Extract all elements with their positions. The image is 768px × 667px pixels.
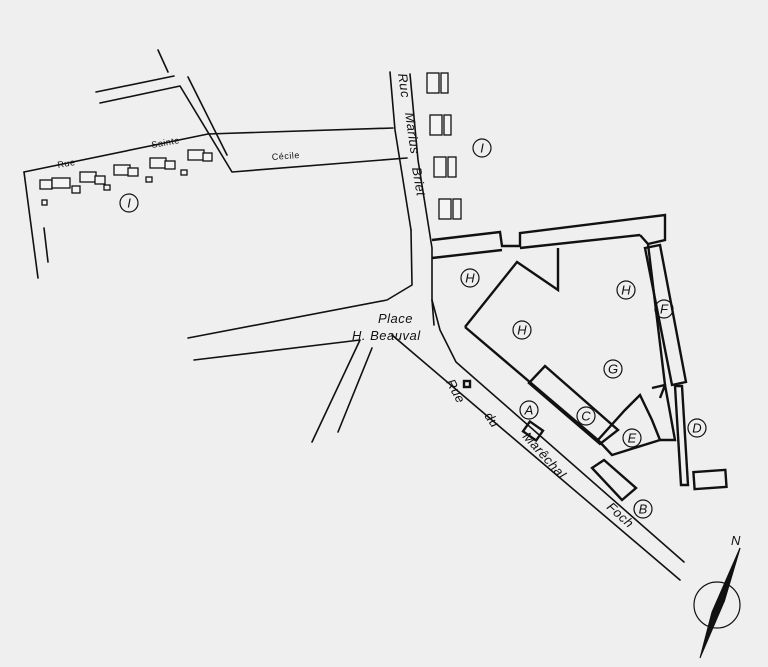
zone-d: D [687,418,707,438]
zone-c: C [576,406,596,426]
rue-marius-briet-word-1: Ruc [395,72,413,98]
houses-west [39,149,213,206]
zone-h-3: H [512,320,532,340]
svg-text:B: B [639,502,648,517]
svg-text:F: F [660,302,669,317]
svg-text:I: I [480,141,484,156]
svg-text:C: C [581,409,591,424]
place-name-line-2: H. Beauval [352,328,421,343]
svg-text:H: H [465,271,475,286]
rue-marius-briet-word-2: Marius [402,111,423,155]
road-network [23,49,685,581]
zone-g: G [603,359,623,379]
svg-text:D: D [692,421,701,436]
rue-sainte-cecile-word-1: Rue [57,157,76,170]
compass-north-label: N [731,533,741,548]
svg-text:A: A [524,403,534,418]
zone-f: F [654,299,674,319]
place-name-line-1: Place [378,311,413,326]
rue-sainte-cecile-word-3: Cécile [271,150,300,162]
zone-i-east: I [472,138,492,158]
zone-a: A [519,400,539,420]
zone-b: B [633,499,653,519]
svg-text:G: G [608,362,618,377]
svg-text:E: E [628,431,637,446]
zone-i-west: I [119,193,139,213]
svg-text:H: H [621,283,631,298]
zone-h-2: H [616,280,636,300]
north-arrow: N [693,533,741,659]
rue-marius-briet-word-3: Briet [409,166,429,198]
svg-text:H: H [517,323,527,338]
zone-labels: I I H H H F G A [119,138,707,519]
houses-east [426,72,462,220]
industrial-site [431,213,728,502]
zone-e: E [622,428,642,448]
compass-ring-icon [693,581,741,629]
rue-sainte-cecile-word-2: Sainte [151,135,181,150]
rue-marechal-foch-word-2: du [482,409,503,430]
zone-h-1: H [460,268,480,288]
svg-text:I: I [127,196,131,211]
